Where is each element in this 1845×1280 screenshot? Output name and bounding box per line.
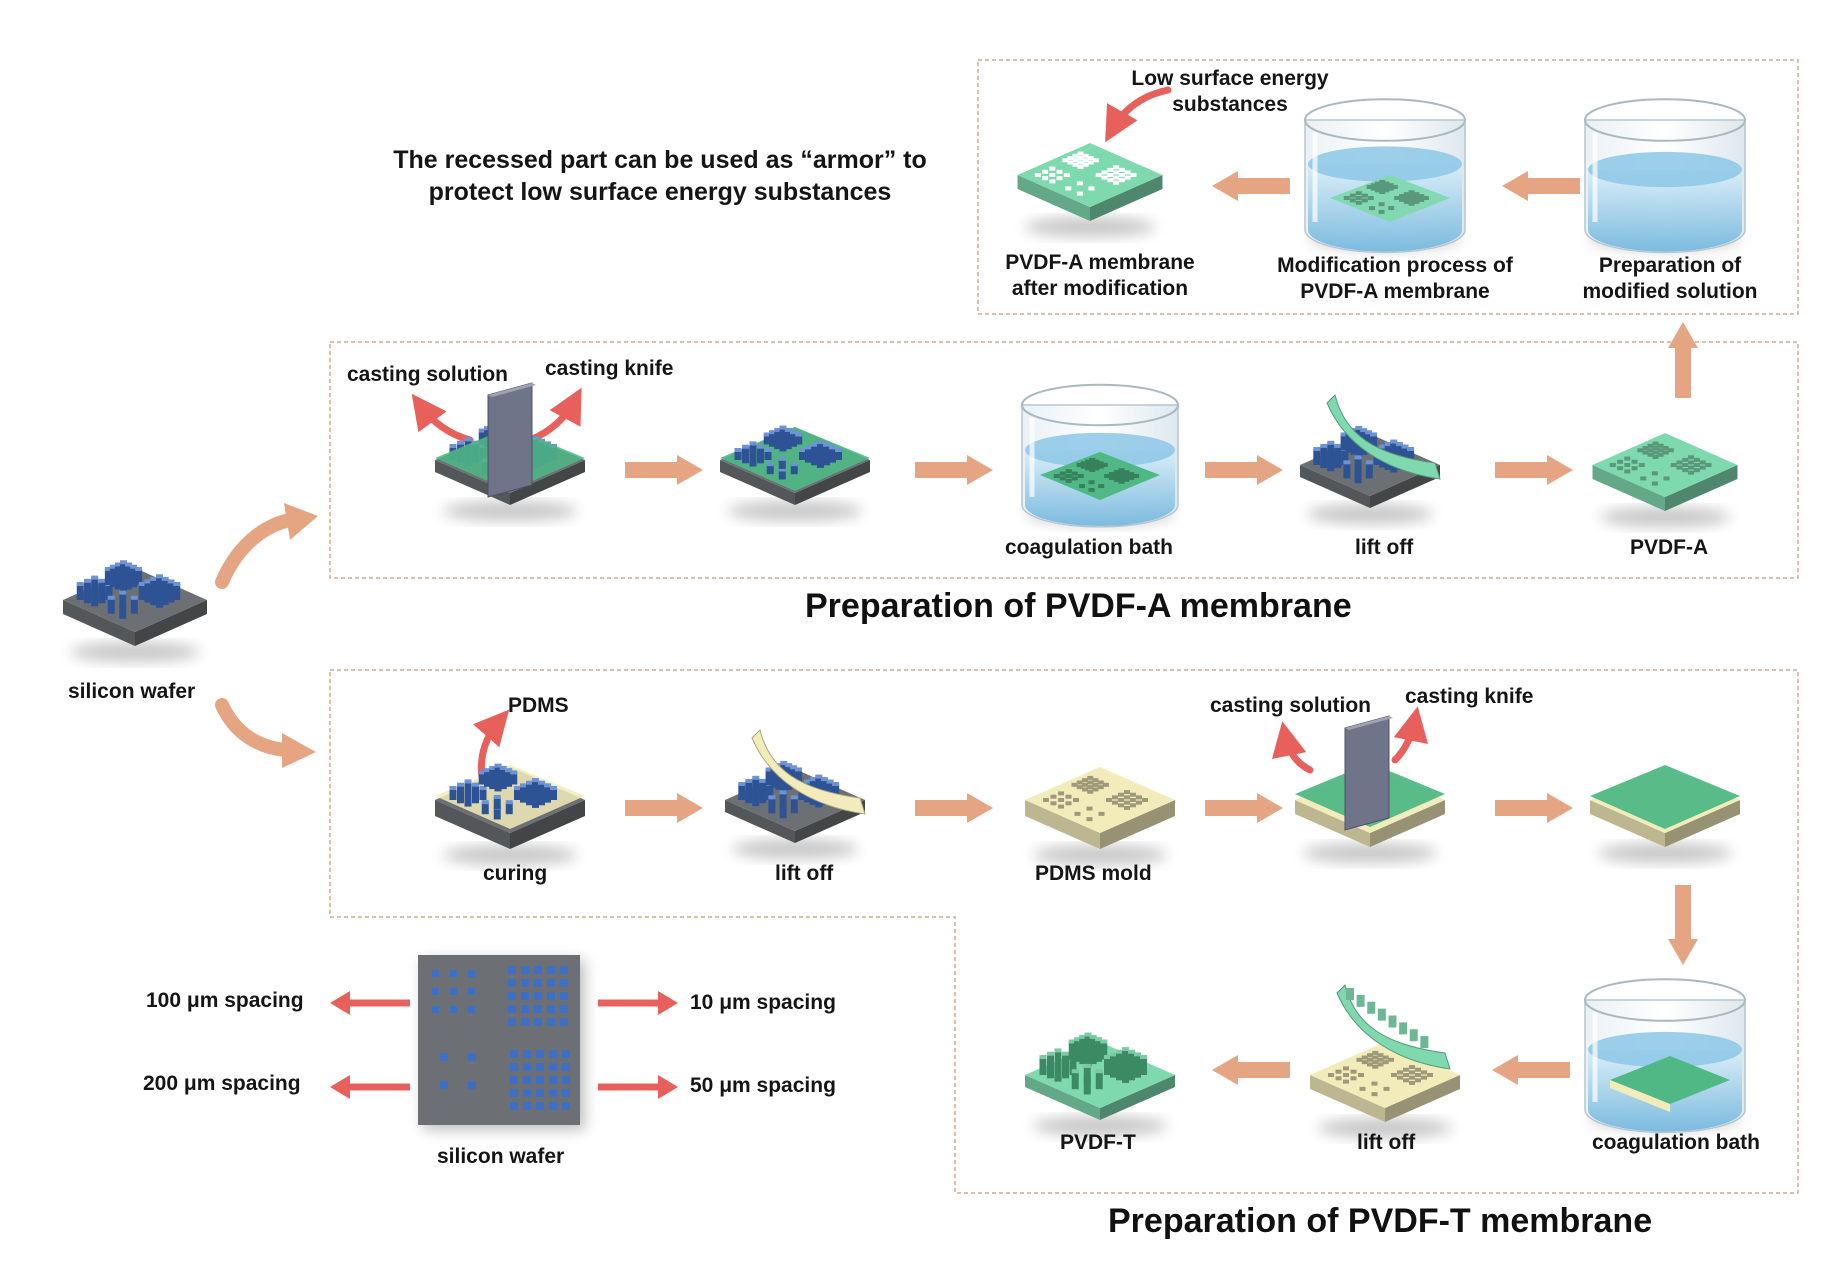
a-step-cast-film xyxy=(720,425,870,521)
low-energy-line1: Low surface energy xyxy=(1131,67,1329,90)
after-modification-label: PVDF-A membrane after modification xyxy=(980,250,1220,302)
flow-arrow-t-3 xyxy=(1205,793,1283,823)
a-step-lift-off xyxy=(1300,394,1441,524)
flow-arrow-tb-2 xyxy=(1212,1055,1290,1085)
pvdf-t-title: Preparation of PVDF-T membrane xyxy=(1108,1202,1653,1240)
t-lift-off-1-label: lift off xyxy=(775,862,834,885)
modification-process-label: Modification process of PVDF-A membrane xyxy=(1250,253,1540,305)
callout-arrows xyxy=(330,86,1429,1099)
pvdf-a-membrane xyxy=(1592,433,1738,527)
t-step-cast-film xyxy=(1590,765,1740,863)
low-energy-label: Low surface energy substances xyxy=(1100,66,1360,118)
low-energy-line2: substances xyxy=(1172,93,1288,116)
flow-arrow-up xyxy=(1668,322,1698,398)
flow-arrow-a-1 xyxy=(625,455,703,485)
flow-arrow-t-4 xyxy=(1495,793,1573,823)
pdms-mold-label: PDMS mold xyxy=(1035,862,1152,885)
pvdf-a-title: Preparation of PVDF-A membrane xyxy=(805,587,1352,625)
pvdf-t-membrane xyxy=(1025,1032,1175,1136)
diagram-objects xyxy=(63,98,1746,1138)
pdms-mold xyxy=(1025,767,1175,865)
pvdf-a-box xyxy=(329,341,1799,579)
flow-arrow-t-1 xyxy=(625,793,703,823)
flow-arrow-mod-2 xyxy=(1212,171,1290,201)
flow-arrows xyxy=(215,171,1698,1085)
armor-note: The recessed part can be used as “armor”… xyxy=(330,144,990,208)
a-lift-off-label: lift off xyxy=(1355,536,1414,559)
a-coagulation-beaker xyxy=(1021,383,1179,528)
a-casting-knife xyxy=(487,382,536,498)
t-casting-knife-label: casting knife xyxy=(1405,685,1534,708)
modification-beaker xyxy=(1304,98,1466,254)
pvdf-a-label: PVDF-A xyxy=(1630,536,1709,559)
flow-arrow-tb-1 xyxy=(1492,1055,1570,1085)
t-coagulation-bath-label: coagulation bath xyxy=(1592,1131,1760,1154)
a-coagulation-bath-label: coagulation bath xyxy=(1005,536,1173,559)
t-casting-solution-label: casting solution xyxy=(1210,694,1372,717)
a-peeling-membrane xyxy=(1326,394,1441,480)
t-knife-arrow xyxy=(1391,706,1429,764)
spacing-200-label: 200 μm spacing xyxy=(143,1072,301,1095)
modified-pvdf-a-membrane xyxy=(1017,143,1163,237)
silicon-wafer-source xyxy=(63,560,207,662)
after-modification-line2: after modification xyxy=(1011,277,1189,300)
t-casting-knife xyxy=(1344,715,1393,831)
modified-solution-label: Preparation of modified solution xyxy=(1555,253,1785,305)
a-knife-arrow xyxy=(526,387,582,444)
silicon-wafer-detail xyxy=(418,955,585,1130)
t-step-lift-off xyxy=(725,729,866,859)
modification-process-line1: Modification process of xyxy=(1277,254,1513,277)
t-step-curing xyxy=(435,763,585,865)
modification-process-line2: PVDF-A membrane xyxy=(1300,280,1490,303)
t-solution-arrow xyxy=(1271,721,1314,774)
pvdf-t-label: PVDF-T xyxy=(1060,1131,1136,1154)
flow-arrow-t-2 xyxy=(915,793,993,823)
flow-arrow-mod-1 xyxy=(1502,171,1580,201)
a-casting-solution-label: casting solution xyxy=(347,363,509,386)
a-casting-knife-label: casting knife xyxy=(545,357,674,380)
a-solution-arrow xyxy=(411,393,474,444)
curing-label: curing xyxy=(483,862,548,885)
t-step-lift-off-2 xyxy=(1310,984,1460,1138)
flow-arrow-a-3 xyxy=(1205,455,1283,485)
silicon-wafer-source-label: silicon wafer xyxy=(68,680,196,703)
armor-note-line1: The recessed part can be used as “armor”… xyxy=(393,146,927,174)
peeling-pdms xyxy=(751,729,866,815)
curved-arrow-up xyxy=(215,503,318,589)
flow-arrow-a-4 xyxy=(1495,455,1573,485)
peeling-pvdf-t xyxy=(1336,984,1451,1070)
t-step-casting xyxy=(1295,715,1445,863)
spacing-100-arrow xyxy=(330,991,410,1015)
spacing-10-label: 10 μm spacing xyxy=(690,991,836,1014)
a-step-casting xyxy=(435,382,585,521)
modified-solution-line1: Preparation of xyxy=(1598,254,1742,277)
after-modification-line1: PVDF-A membrane xyxy=(1005,251,1195,274)
spacing-200-arrow xyxy=(330,1075,410,1099)
armor-note-line2: protect low surface energy substances xyxy=(428,178,892,206)
pdms-label: PDMS xyxy=(508,694,569,717)
pvdf-t-box xyxy=(329,669,1799,1194)
spacing-50-label: 50 μm spacing xyxy=(690,1074,836,1097)
t-lift-off-2-label: lift off xyxy=(1357,1131,1416,1154)
low-energy-arrow xyxy=(1105,86,1172,143)
spacing-100-label: 100 μm spacing xyxy=(146,989,304,1012)
modified-solution-line2: modified solution xyxy=(1582,280,1758,303)
flow-arrow-down xyxy=(1668,885,1698,965)
curved-arrow-down xyxy=(215,698,316,768)
flow-arrow-a-2 xyxy=(915,455,993,485)
spacing-50-arrow xyxy=(598,1075,678,1099)
spacing-10-arrow xyxy=(598,991,678,1015)
modification-box xyxy=(977,59,1799,315)
modified-solution-beaker xyxy=(1584,98,1746,254)
wafer-detail-label: silicon wafer xyxy=(437,1145,565,1168)
t-coagulation-beaker xyxy=(1584,978,1746,1134)
